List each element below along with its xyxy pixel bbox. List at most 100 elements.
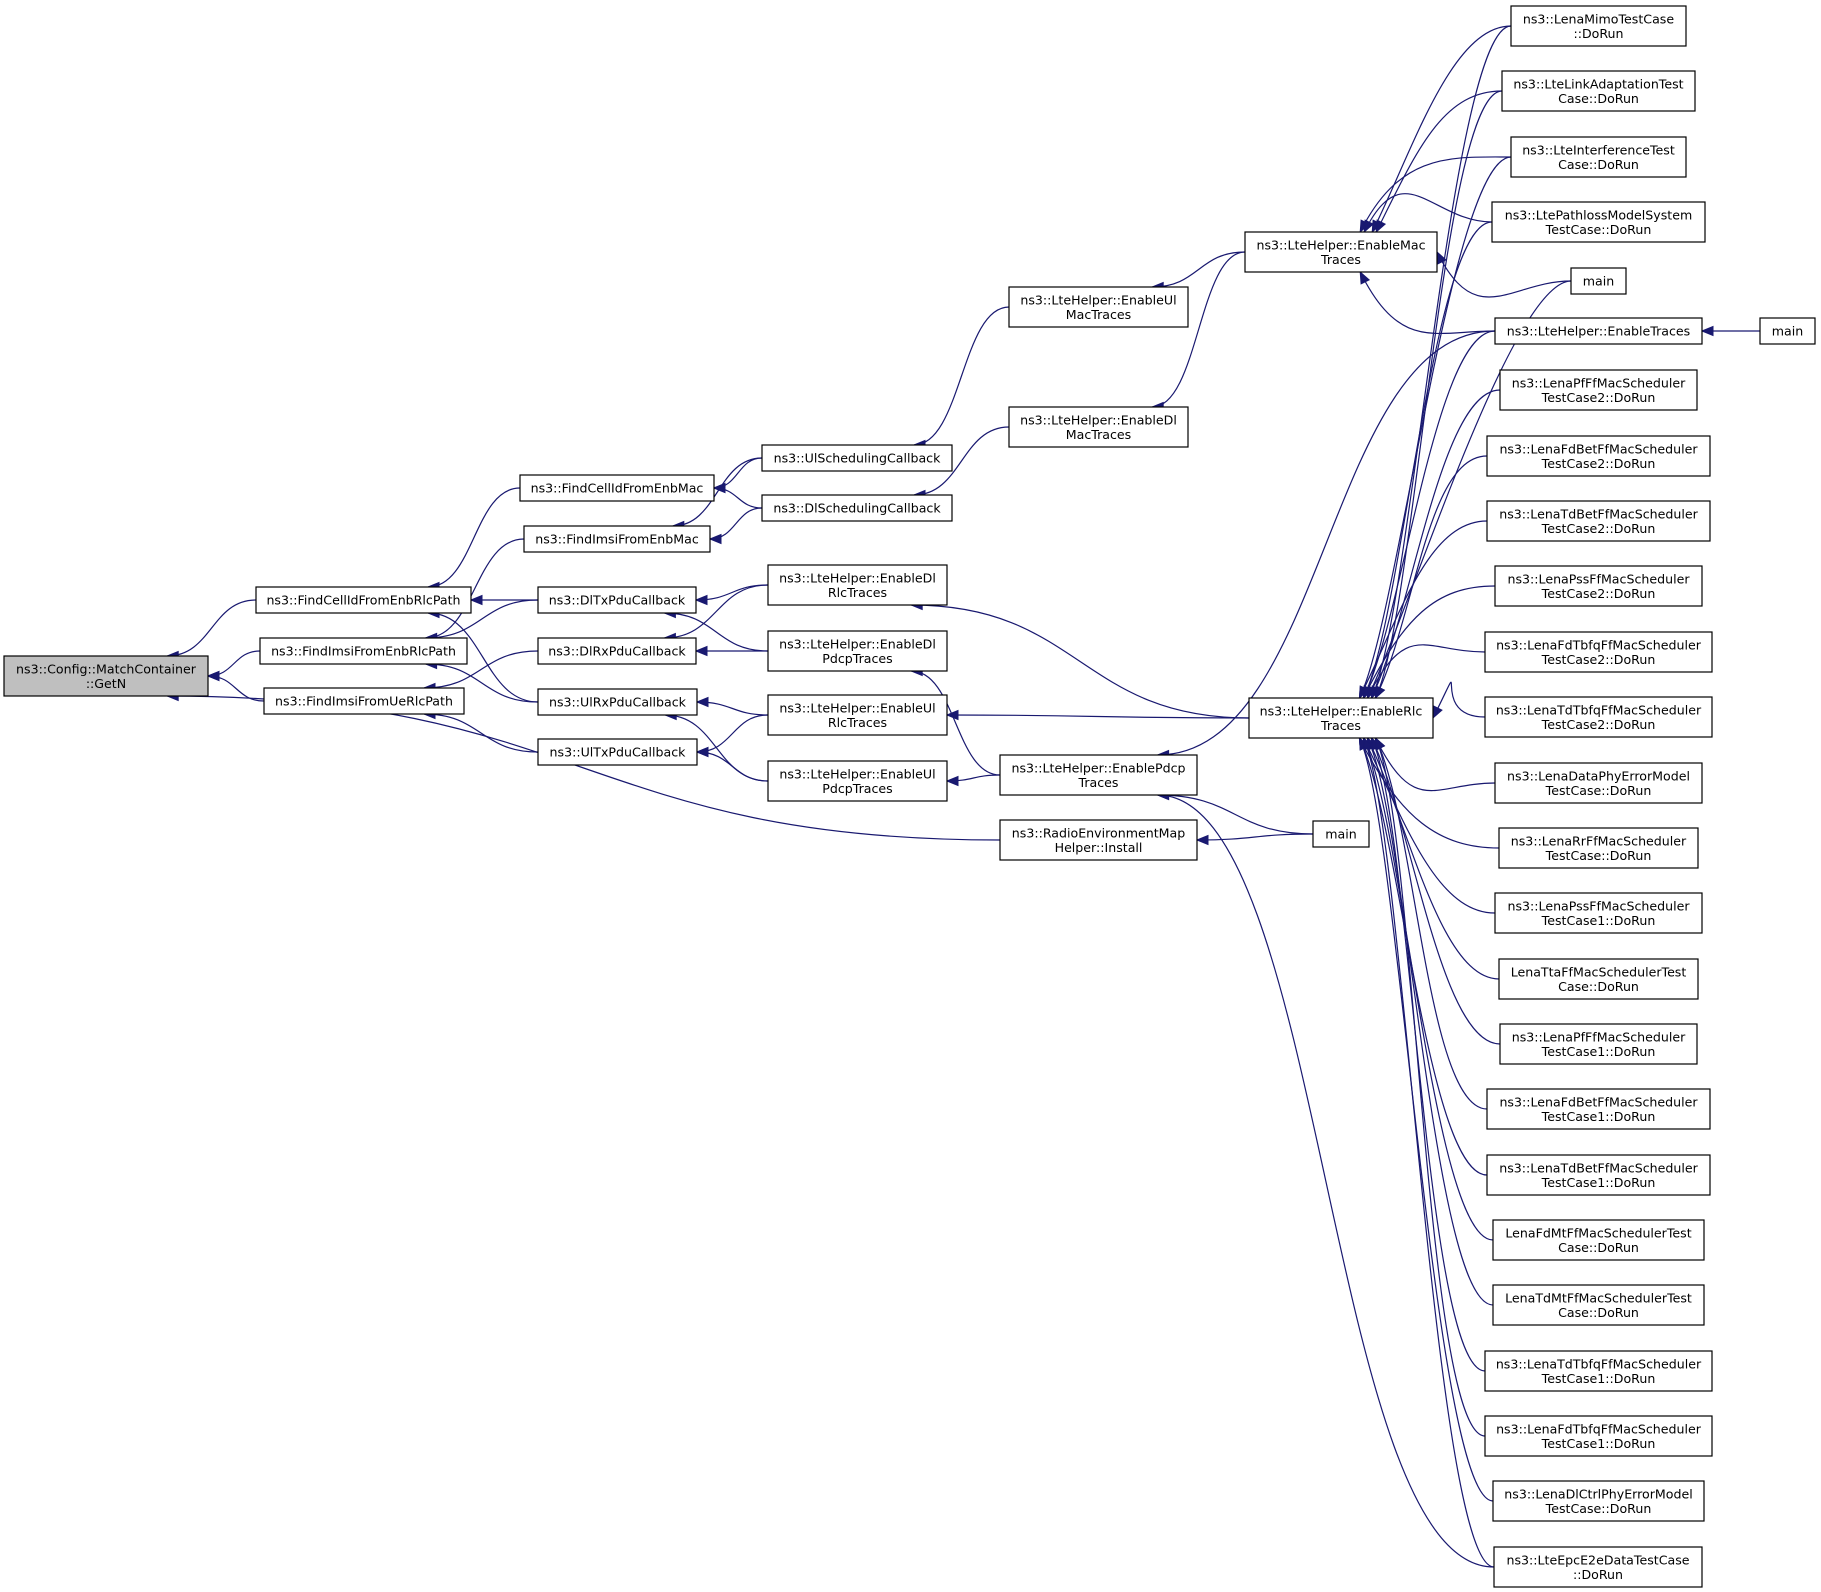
node-box bbox=[1248, 697, 1434, 739]
node-label: ns3::LenaFdBetFfMacScheduler bbox=[1499, 441, 1698, 456]
edge-line bbox=[1362, 737, 1495, 1568]
node-label: ns3::LenaTdBetFfMacScheduler bbox=[1499, 1160, 1698, 1175]
edge-enDlRlc-to-dlTx bbox=[694, 584, 769, 606]
edge-findImsiUeRlc-to-getn bbox=[206, 670, 265, 702]
edge-line bbox=[425, 538, 525, 639]
edge-fdMt-to-enRlc bbox=[1362, 736, 1494, 1241]
node-label: TestCase::DoRun bbox=[1545, 783, 1652, 798]
node-ulRx[interactable]: ns3::UlRxPduCallback bbox=[537, 688, 698, 716]
node-main2[interactable]: main bbox=[1759, 317, 1816, 345]
node-label: ns3::LenaPfFfMacScheduler bbox=[1512, 1029, 1686, 1044]
node-e2e[interactable]: ns3::LteEpcE2eDataTestCase::DoRun bbox=[1493, 1546, 1703, 1588]
edge-line bbox=[1362, 585, 1496, 699]
node-dlCtrl[interactable]: ns3::LenaDlCtrlPhyErrorModelTestCase::Do… bbox=[1492, 1480, 1705, 1522]
node-findImsiMac[interactable]: ns3::FindImsiFromEnbMac bbox=[523, 525, 711, 553]
edge-line bbox=[425, 663, 539, 703]
edge-line bbox=[1152, 251, 1246, 408]
edge-line bbox=[1362, 737, 1496, 914]
node-fdTbfqTC1[interactable]: ns3::LenaFdTbfqFfMacSchedulerTestCase1::… bbox=[1484, 1415, 1713, 1457]
edge-line bbox=[1432, 681, 1486, 719]
node-fdBetTC1[interactable]: ns3::LenaFdBetFfMacSchedulerTestCase1::D… bbox=[1486, 1088, 1711, 1130]
node-ulTx[interactable]: ns3::UlTxPduCallback bbox=[537, 738, 698, 766]
edge-line bbox=[427, 487, 521, 588]
arrowhead-icon bbox=[695, 746, 709, 758]
node-box bbox=[1244, 231, 1438, 273]
edge-line bbox=[1371, 25, 1512, 233]
edge-ulTx-to-findImsiUeRlc bbox=[422, 708, 539, 753]
node-pfTC1[interactable]: ns3::LenaPfFfMacSchedulerTestCase1::DoRu… bbox=[1499, 1023, 1698, 1065]
node-label: ns3::LteHelper::EnableRlc bbox=[1260, 703, 1423, 718]
node-pssTC2[interactable]: ns3::LenaPssFfMacSchedulerTestCase2::DoR… bbox=[1494, 565, 1703, 607]
edge-linkAdapt-to-enMac bbox=[1375, 90, 1503, 234]
edge-line bbox=[911, 670, 1001, 776]
node-label: Case::DoRun bbox=[1558, 1305, 1639, 1320]
node-dlSched[interactable]: ns3::DlSchedulingCallback bbox=[761, 494, 953, 522]
node-label: ns3::LteHelper::EnableDl bbox=[779, 636, 936, 651]
node-findCellIdMac[interactable]: ns3::FindCellIdFromEnbMac bbox=[519, 474, 715, 502]
node-label: ns3::UlSchedulingCallback bbox=[774, 451, 942, 466]
edge-enUlMac-to-ulSched bbox=[912, 306, 1010, 451]
edge-line bbox=[1359, 156, 1512, 233]
node-main1[interactable]: main bbox=[1570, 267, 1627, 295]
node-tdTbfqTC1[interactable]: ns3::LenaTdTbfqFfMacSchedulerTestCase1::… bbox=[1484, 1350, 1713, 1392]
edge-line bbox=[672, 457, 763, 527]
node-label: ::DoRun bbox=[1573, 26, 1623, 41]
node-fdTbfqTC2[interactable]: ns3::LenaFdTbfqFfMacSchedulerTestCase2::… bbox=[1484, 631, 1713, 673]
node-label: TestCase1::DoRun bbox=[1541, 1175, 1656, 1190]
node-getn[interactable]: ns3::Config::MatchContainer::GetN bbox=[3, 655, 209, 697]
node-label: TestCase2::DoRun bbox=[1541, 456, 1656, 471]
arrowhead-icon bbox=[469, 594, 483, 606]
node-label: RlcTraces bbox=[828, 715, 887, 730]
node-label: Case::DoRun bbox=[1558, 1240, 1639, 1255]
node-mimo[interactable]: ns3::LenaMimoTestCase::DoRun bbox=[1510, 5, 1687, 47]
edge-line bbox=[1374, 737, 1488, 1110]
node-pssTC1[interactable]: ns3::LenaPssFfMacSchedulerTestCase1::DoR… bbox=[1494, 892, 1703, 934]
node-box bbox=[1491, 201, 1706, 243]
node-box bbox=[761, 494, 953, 522]
edge-main3-to-remInstall bbox=[1195, 833, 1314, 846]
node-label: ns3::LenaRrFfMacScheduler bbox=[1511, 833, 1687, 848]
node-label: LenaTtaFfMacSchedulerTest bbox=[1511, 964, 1687, 979]
node-pfTC2[interactable]: ns3::LenaPfFfMacSchedulerTestCase2::DoRu… bbox=[1499, 369, 1698, 411]
node-tdBetTC1[interactable]: ns3::LenaTdBetFfMacSchedulerTestCase1::D… bbox=[1486, 1154, 1711, 1196]
node-dataPhy[interactable]: ns3::LenaDataPhyErrorModelTestCase::DoRu… bbox=[1494, 762, 1703, 804]
arrowhead-icon bbox=[1375, 219, 1387, 234]
node-tdBetTC2[interactable]: ns3::LenaTdBetFfMacSchedulerTestCase2::D… bbox=[1486, 500, 1711, 542]
edge-e2e-to-enRlc bbox=[1362, 736, 1495, 1568]
node-main3[interactable]: main bbox=[1312, 820, 1370, 848]
node-box bbox=[767, 630, 948, 672]
node-box bbox=[1484, 696, 1713, 738]
node-findImsiUeRlc[interactable]: ns3::FindImsiFromUeRlcPath bbox=[263, 687, 465, 715]
node-enTraces[interactable]: ns3::LteHelper::EnableTraces bbox=[1494, 317, 1703, 345]
node-tdTbfqTC2[interactable]: ns3::LenaTdTbfqFfMacSchedulerTestCase2::… bbox=[1484, 696, 1713, 738]
node-findCellIdRlc[interactable]: ns3::FindCellIdFromEnbRlcPath bbox=[255, 586, 472, 614]
node-findImsiEnbRlc[interactable]: ns3::FindImsiFromEnbRlcPath bbox=[259, 637, 468, 665]
node-dlRx[interactable]: ns3::DlRxPduCallback bbox=[537, 637, 697, 665]
edge-fdTbfqTC1-to-enRlc bbox=[1374, 736, 1486, 1437]
node-label: TestCase1::DoRun bbox=[1541, 1436, 1656, 1451]
node-dlTx[interactable]: ns3::DlTxPduCallback bbox=[537, 586, 697, 614]
edge-line bbox=[427, 612, 539, 703]
node-ulSched[interactable]: ns3::UlSchedulingCallback bbox=[761, 444, 953, 472]
node-pathloss[interactable]: ns3::LtePathlossModelSystemTestCase::DoR… bbox=[1491, 201, 1706, 243]
node-label: TestCase::DoRun bbox=[1545, 848, 1652, 863]
node-fdBetTC2[interactable]: ns3::LenaFdBetFfMacSchedulerTestCase2::D… bbox=[1486, 435, 1711, 477]
edge-line bbox=[913, 306, 1010, 446]
node-label: TestCase1::DoRun bbox=[1541, 1044, 1656, 1059]
